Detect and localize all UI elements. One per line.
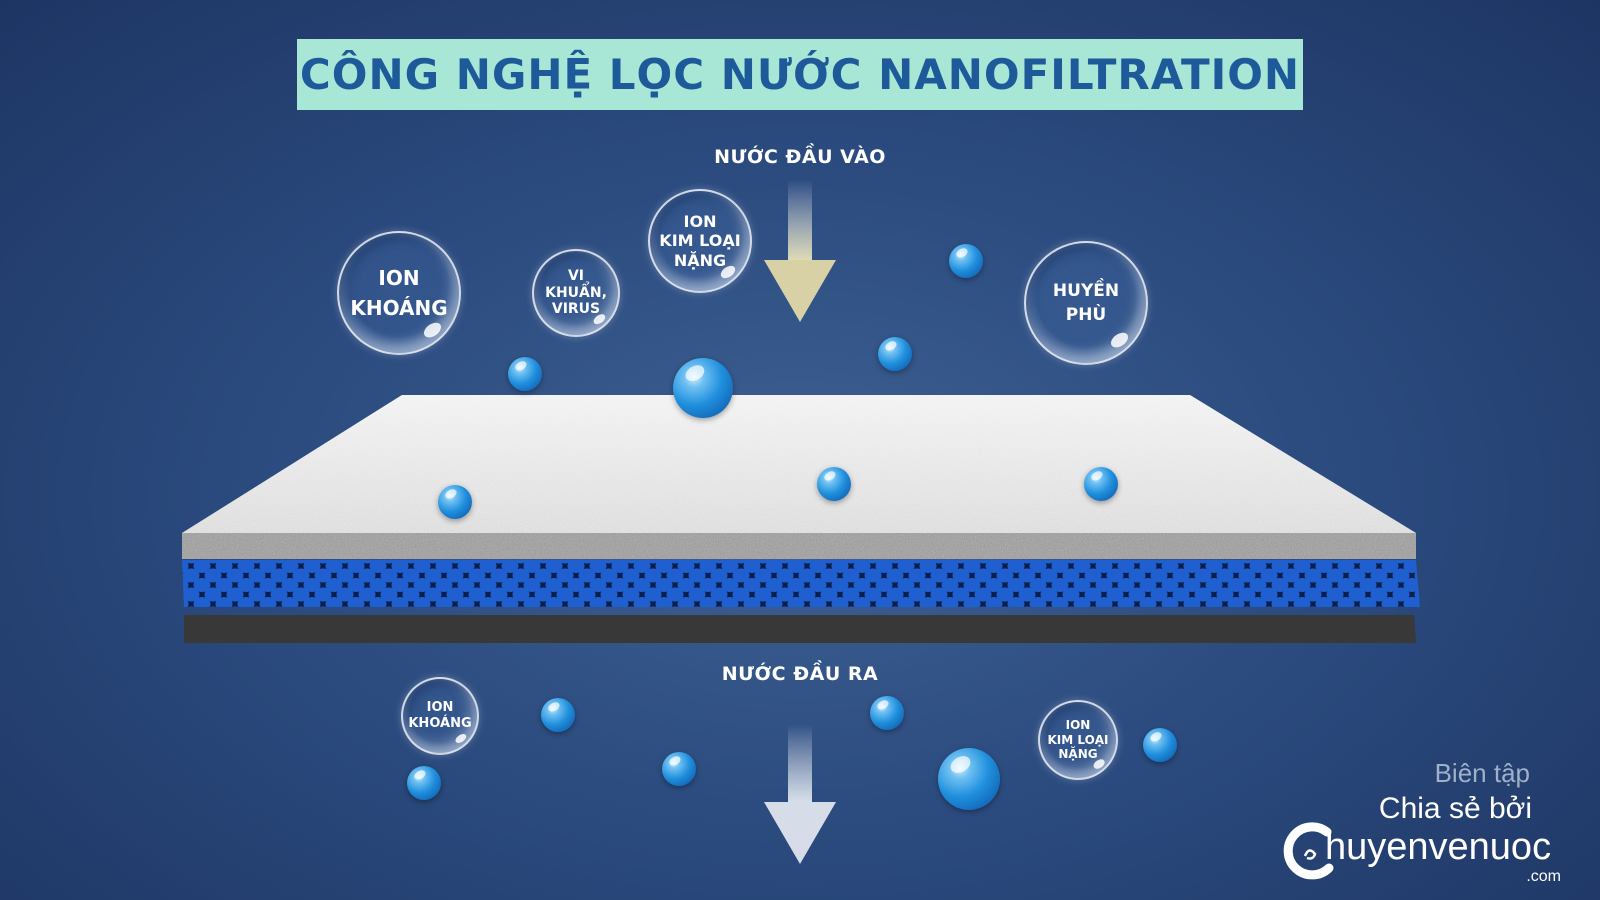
brand-suffix: .com (1526, 868, 1561, 885)
nanofiltration-membrane (182, 395, 1420, 643)
water-droplet (949, 244, 983, 278)
water-droplet (817, 467, 851, 501)
water-droplet (1143, 728, 1177, 762)
water-droplet (508, 357, 542, 391)
membrane-mesh-layer (182, 560, 1420, 607)
water-droplet (870, 696, 904, 730)
outlet-arrow-icon (764, 724, 836, 864)
water-droplet (938, 748, 1000, 810)
water-droplet (541, 698, 575, 732)
title-banner: CÔNG NGHỆ LỌC NƯỚC NANOFILTRATION (297, 39, 1303, 110)
brand-c-icon (1283, 822, 1334, 880)
page-title: CÔNG NGHỆ LỌC NƯỚC NANOFILTRATION (299, 50, 1301, 99)
credit-editor: Biên tập (1434, 758, 1530, 788)
water-droplet (878, 337, 912, 371)
inlet-label: NƯỚC ĐẦU VÀO (714, 146, 886, 168)
brand-name: huyenvenuoc (1325, 826, 1552, 868)
water-droplet (662, 752, 696, 786)
water-droplet (673, 358, 733, 418)
water-droplet (1084, 467, 1118, 501)
inlet-arrow-icon (764, 180, 836, 322)
credit-shared-by: Chia sẻ bởi (1378, 792, 1532, 825)
water-droplet (407, 766, 441, 800)
outlet-label: NƯỚC ĐẦU RA (721, 663, 879, 685)
water-droplet (438, 485, 472, 519)
brand-logo: huyenvenuoc .com (1283, 820, 1583, 890)
